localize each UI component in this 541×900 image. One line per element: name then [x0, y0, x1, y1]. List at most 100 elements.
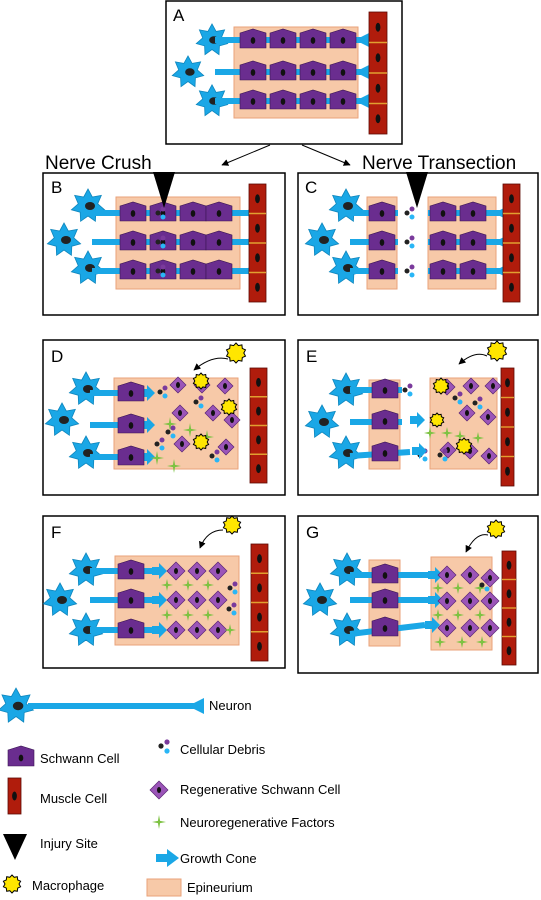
regen-nucleus	[488, 625, 492, 631]
legend-label-regen-schwann: Regenerative Schwann Cell	[180, 782, 341, 797]
debris-dot	[409, 206, 415, 212]
debris-dot	[214, 457, 220, 463]
schwann-nucleus	[250, 98, 256, 105]
debris-dot	[159, 437, 165, 443]
schwann-nucleus	[440, 239, 446, 246]
debris-dot	[232, 589, 238, 595]
panel-label-b: B	[51, 178, 62, 197]
debris-dot	[157, 389, 163, 395]
neuroregenerative-factor-icon	[432, 582, 444, 594]
panel-label-g: G	[306, 523, 319, 542]
injury-site-icon	[406, 172, 428, 208]
muscle-nucleus	[257, 612, 262, 622]
schwann-nucleus	[382, 625, 388, 632]
growth-cone-icon	[152, 592, 167, 608]
debris-dot	[231, 610, 237, 616]
debris-dot	[404, 239, 410, 245]
neuroregenerative-factor-icon	[161, 609, 173, 621]
schwann-nucleus	[382, 450, 388, 457]
schwann-nucleus	[128, 390, 134, 397]
muscle-nucleus	[255, 282, 260, 292]
debris-dot	[442, 456, 448, 462]
axon-terminal	[361, 32, 371, 48]
macrophage-icon	[486, 340, 508, 362]
growth-cone-icon	[412, 443, 427, 459]
legend-label-debris: Cellular Debris	[180, 742, 266, 757]
debris-dot	[155, 210, 161, 216]
muscle-nucleus	[506, 646, 512, 656]
schwann-nucleus	[250, 69, 256, 76]
panel-label-f: F	[51, 523, 61, 542]
muscle-nucleus	[509, 223, 514, 233]
schwann-nucleus	[382, 597, 388, 604]
legend-label-growth-cone: Growth Cone	[180, 851, 257, 866]
debris-dot	[437, 452, 443, 458]
macrophage-icon	[432, 377, 450, 395]
debris-dot	[165, 429, 171, 435]
schwann-nucleus	[340, 37, 346, 44]
debris-dot	[162, 393, 168, 399]
regen-nucleus	[468, 572, 472, 578]
neuroregenerative-factor-icon	[161, 579, 173, 591]
debris-dot	[409, 243, 415, 249]
legend-label-macrophage: Macrophage	[32, 878, 104, 893]
axon-terminal	[194, 698, 204, 714]
neuron-nucleus	[317, 596, 327, 604]
debris-dot	[409, 272, 415, 278]
muscle-nucleus	[505, 437, 510, 447]
arrow-to-crush	[221, 144, 271, 166]
muscle-nucleus	[256, 464, 261, 474]
regen-nucleus	[180, 441, 184, 447]
regen-nucleus	[468, 625, 472, 631]
schwann-nucleus	[128, 568, 134, 575]
neuroregenerative-factor-icon	[182, 609, 194, 621]
debris-dot	[422, 456, 428, 462]
debris-dot	[170, 433, 176, 439]
muscle-nucleus	[255, 253, 260, 263]
neuroregenerative-factor-icon	[200, 430, 214, 444]
regen-nucleus	[486, 414, 490, 420]
axon	[90, 422, 140, 428]
neuroregenerative-factor-icon	[182, 579, 194, 591]
neuroregenerative-factor-icon	[441, 427, 453, 439]
muscle-nucleus	[255, 223, 260, 233]
debris-dot	[479, 582, 485, 588]
macrophage-icon	[2, 874, 22, 894]
muscle-nucleus	[255, 194, 260, 204]
debris-dot	[231, 602, 237, 608]
neuroregenerative-factor-icon	[454, 430, 466, 442]
muscle-nucleus	[506, 560, 512, 570]
schwann-nucleus	[382, 572, 388, 579]
schwann-nucleus	[190, 210, 196, 217]
debris-dot	[407, 391, 413, 397]
regen-nucleus	[174, 568, 178, 574]
muscle-nucleus	[256, 377, 261, 387]
neuroregenerative-factor-icon	[472, 432, 484, 444]
schwann-nucleus	[280, 98, 286, 105]
caption-nerve-transection: Nerve Transection	[362, 153, 516, 174]
regen-nucleus	[174, 627, 178, 633]
schwann-nucleus	[280, 69, 286, 76]
injury-site-icon	[3, 834, 27, 860]
migration-arrow	[465, 534, 489, 553]
debris-dot	[209, 453, 215, 459]
schwann-nucleus	[379, 268, 385, 275]
debris-dot	[404, 268, 410, 274]
regen-nucleus	[491, 383, 495, 389]
migration-arrow	[193, 357, 229, 371]
regen-nucleus	[488, 598, 492, 604]
schwann-nucleus	[128, 422, 134, 429]
axon	[90, 390, 140, 396]
legend-label-schwann: Schwann Cell	[40, 751, 120, 766]
regen-nucleus	[216, 627, 220, 633]
debris-dot	[160, 243, 166, 249]
muscle-nucleus	[375, 53, 381, 63]
schwann-nucleus	[310, 69, 316, 76]
regen-nucleus	[195, 597, 199, 603]
neuroregenerative-factor-icon	[152, 815, 166, 829]
schwann-nucleus	[379, 210, 385, 217]
legend-label-neuron: Neuron	[209, 698, 252, 713]
regen-nucleus	[487, 453, 491, 459]
schwann-nucleus	[310, 37, 316, 44]
muscle-nucleus	[12, 791, 17, 801]
